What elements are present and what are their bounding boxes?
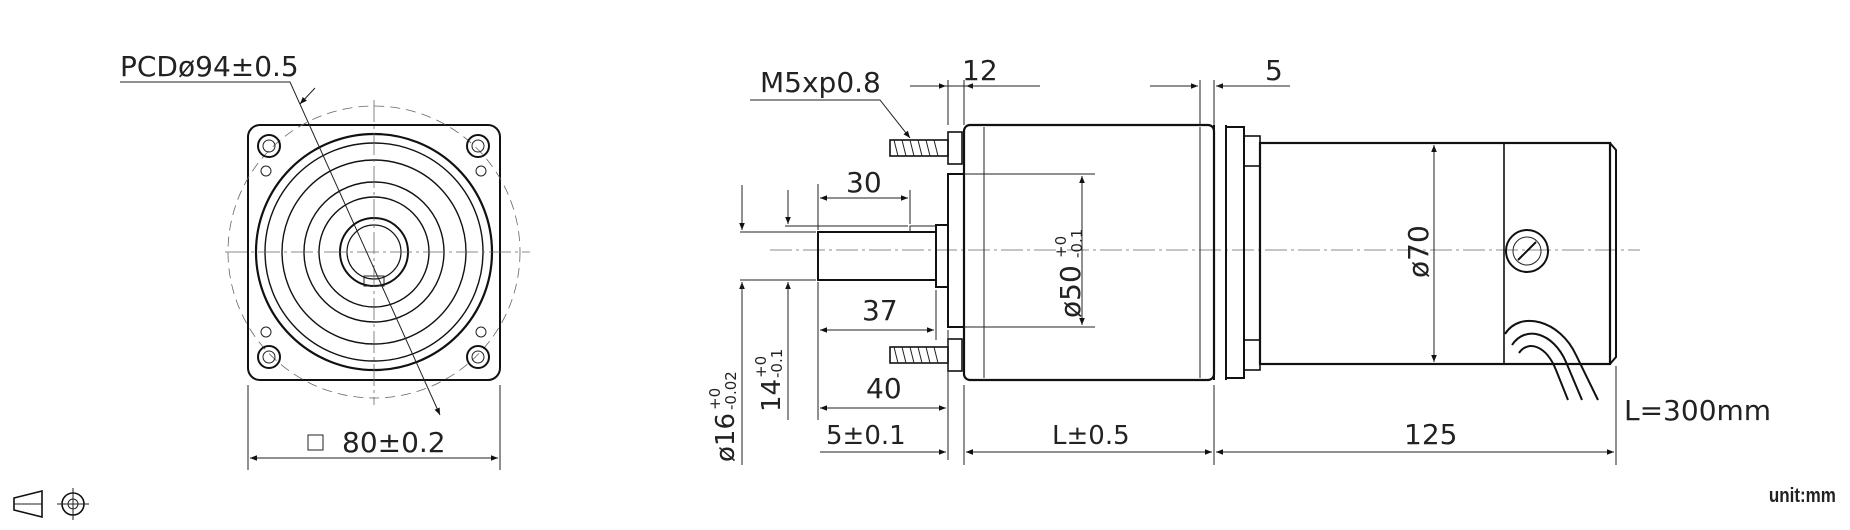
square-symbol-icon [307, 434, 324, 451]
body-dia-label: ø70 [1402, 225, 1435, 278]
dim-37-label: 37 [862, 294, 898, 327]
body-len-label: L±0.5 [1052, 421, 1130, 451]
pilot-dia-label: ø50 [1054, 265, 1087, 318]
motor-body [1258, 141, 1612, 366]
dim-30-label: 30 [846, 166, 882, 199]
side-view: M5xp0.8 12 5 30 37 40 [706, 54, 1771, 465]
mounting-stud-bottom [889, 338, 963, 372]
adapter-plate [1225, 126, 1245, 379]
thread-label: M5xp0.8 [760, 66, 881, 99]
corner-hole-bl [257, 326, 281, 369]
pilot-tol-upper: +0 [1052, 236, 1070, 258]
front-view: PCDø94±0.5 80±0.2 [120, 50, 530, 470]
mounting-stud-top [889, 131, 963, 165]
dim-5-label: 5 [1265, 54, 1283, 87]
pilot-tol-lower: -0.1 [1068, 229, 1086, 258]
lead-len-label: L=300mm [1624, 394, 1771, 427]
pcd-leader [120, 81, 441, 416]
shaft-dia-label: ø16 [711, 413, 741, 462]
output-shaft [817, 231, 937, 281]
pilot-len-label: 5±0.1 [826, 421, 906, 451]
corner-hole-tr [466, 134, 490, 177]
flange-square-label: 80±0.2 [342, 426, 446, 459]
dim-40-label: 40 [866, 372, 902, 405]
shaft-tol-lower: -0.02 [722, 371, 740, 410]
corner-hole-br [466, 326, 490, 369]
pcd-label: PCDø94±0.5 [120, 50, 299, 83]
terminal-screw-icon [1505, 229, 1549, 273]
lead-wires [1504, 319, 1599, 401]
key-tol-lower: -0.1 [768, 349, 786, 378]
corner-hole-tl [257, 134, 281, 177]
key-dim-label: 14 [757, 379, 787, 412]
gearbox-body [962, 123, 1216, 382]
key-tol-upper: +0 [752, 356, 770, 378]
third-angle-projection-icon [13, 488, 89, 520]
gear-len-label: 125 [1404, 418, 1457, 451]
pilot-boss [935, 224, 949, 288]
shaft-tol-upper: +0 [706, 388, 724, 410]
unit-label: unit:mm [1768, 485, 1836, 507]
dim-12-label: 12 [962, 54, 998, 87]
